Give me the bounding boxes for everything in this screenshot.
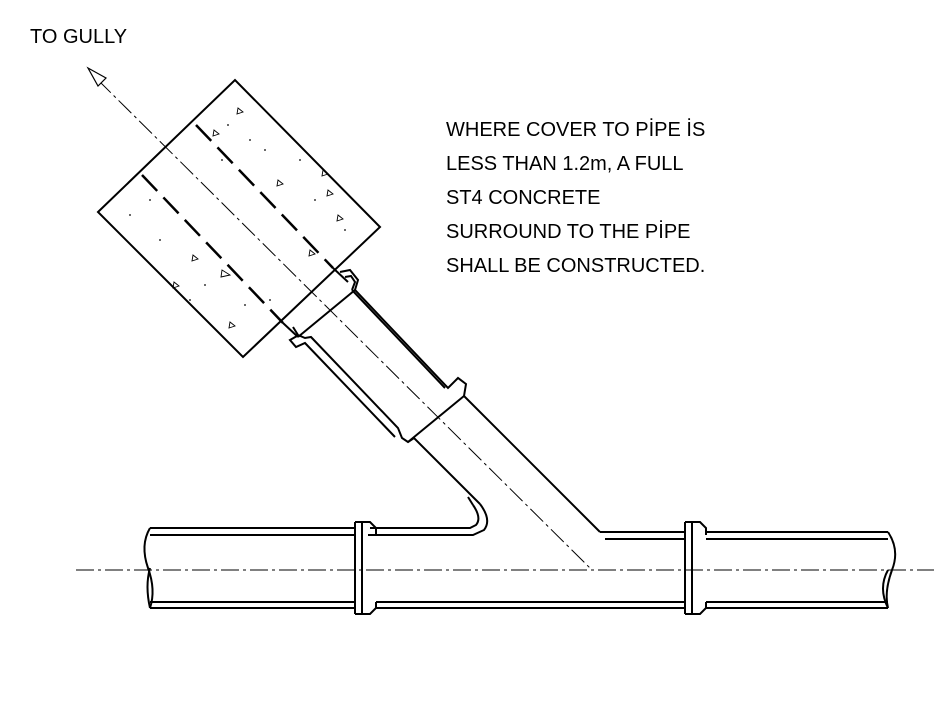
concrete-dots xyxy=(129,124,346,306)
note-line: LESS THAN 1.2m, A FULL xyxy=(446,153,684,175)
main-pipe xyxy=(143,521,897,615)
pipe-wall-hidden-lower xyxy=(141,174,284,324)
note-line: WHERE COVER TO PİPE İS xyxy=(446,119,706,141)
center-lines xyxy=(76,79,934,571)
note-line: SURROUND TO THE PİPE xyxy=(446,221,691,243)
note-line: ST4 CONCRETE xyxy=(446,187,601,209)
branch-pipe xyxy=(282,267,601,536)
to-gully-label: TO GULLY xyxy=(30,26,128,48)
construction-note: WHERE COVER TO PİPE İS LESS THAN 1.2m, A… xyxy=(446,113,705,283)
concrete-hatch xyxy=(172,107,344,329)
flow-arrow-icon xyxy=(86,66,107,87)
note-line: SHALL BE CONSTRUCTED. xyxy=(446,255,706,277)
pipe-wall-hidden-upper xyxy=(195,124,334,269)
